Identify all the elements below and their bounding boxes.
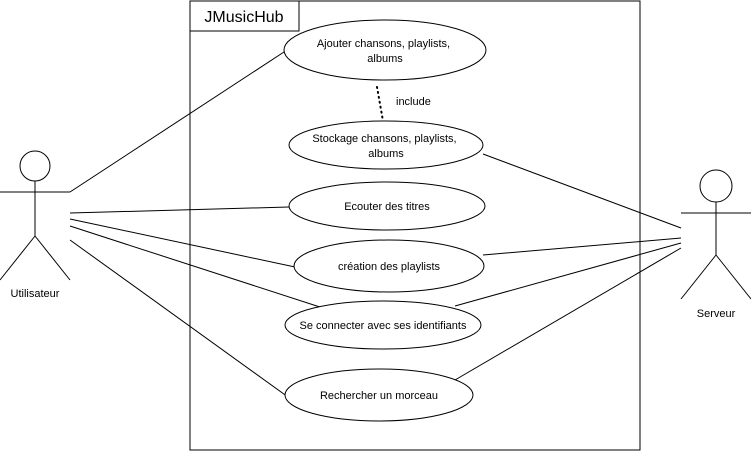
use-case-store-text: Stockage chansons, playlists, albums [312, 133, 459, 160]
actor-user-leg-right [34, 235, 71, 281]
system-title: JMusicHub [204, 9, 283, 26]
use-case-add-line1: Ajouter chansons, playlists, [317, 38, 450, 50]
assoc-server-playlists [482, 237, 682, 256]
assoc-user-login [69, 225, 324, 309]
actor-user[interactable]: Utilisateur [0, 150, 71, 300]
actor-server[interactable]: Serveur [680, 169, 751, 320]
assoc-server-login [454, 242, 682, 307]
include-relation-label: include [396, 96, 431, 108]
include-relation-line [376, 86, 384, 122]
assoc-server-search [454, 247, 682, 381]
actor-server-leg-right [715, 254, 751, 300]
use-case-playlists[interactable]: création des playlists [293, 239, 485, 293]
use-case-add-ellipse[interactable] [283, 19, 487, 81]
use-case-store[interactable]: Stockage chansons, playlists, albums [288, 120, 484, 170]
use-case-add[interactable]: Ajouter chansons, playlists, albums [283, 19, 487, 81]
use-case-listen-label: Ecouter des titres [344, 201, 430, 213]
use-case-store-ellipse[interactable] [288, 120, 484, 170]
use-case-login[interactable]: Se connecter avec ses identifiants [284, 300, 482, 350]
use-case-playlists-ellipse[interactable] [293, 239, 485, 293]
actor-server-label: Serveur [697, 308, 736, 320]
use-case-login-label: Se connecter avec ses identifiants [300, 320, 467, 332]
assoc-user-playlists [69, 218, 296, 268]
use-case-add-text: Ajouter chansons, playlists, albums [317, 38, 453, 65]
assoc-user-search [69, 239, 289, 398]
use-case-search[interactable]: Rechercher un morceau [284, 368, 474, 422]
use-case-listen-ellipse[interactable] [288, 181, 486, 231]
actor-server-head [699, 169, 733, 203]
use-case-search-label: Rechercher un morceau [320, 390, 438, 402]
use-case-search-ellipse[interactable] [284, 368, 474, 422]
actor-user-leg-left [0, 235, 36, 281]
assoc-user-add [69, 49, 288, 193]
assoc-server-store [482, 153, 682, 229]
actor-user-label: Utilisateur [11, 288, 60, 300]
use-case-store-line2: albums [368, 148, 404, 160]
actor-user-head [19, 150, 51, 182]
actor-server-leg-left [680, 254, 717, 300]
user-associations [69, 49, 324, 398]
system-title-box [189, 0, 300, 32]
use-case-listen[interactable]: Ecouter des titres [288, 181, 486, 231]
use-case-playlists-label: création des playlists [338, 261, 441, 273]
use-case-store-line1: Stockage chansons, playlists, [312, 133, 456, 145]
use-case-login-ellipse[interactable] [284, 300, 482, 350]
use-case-add-line2: albums [367, 53, 403, 65]
assoc-user-listen [69, 206, 290, 214]
server-associations [454, 153, 682, 381]
